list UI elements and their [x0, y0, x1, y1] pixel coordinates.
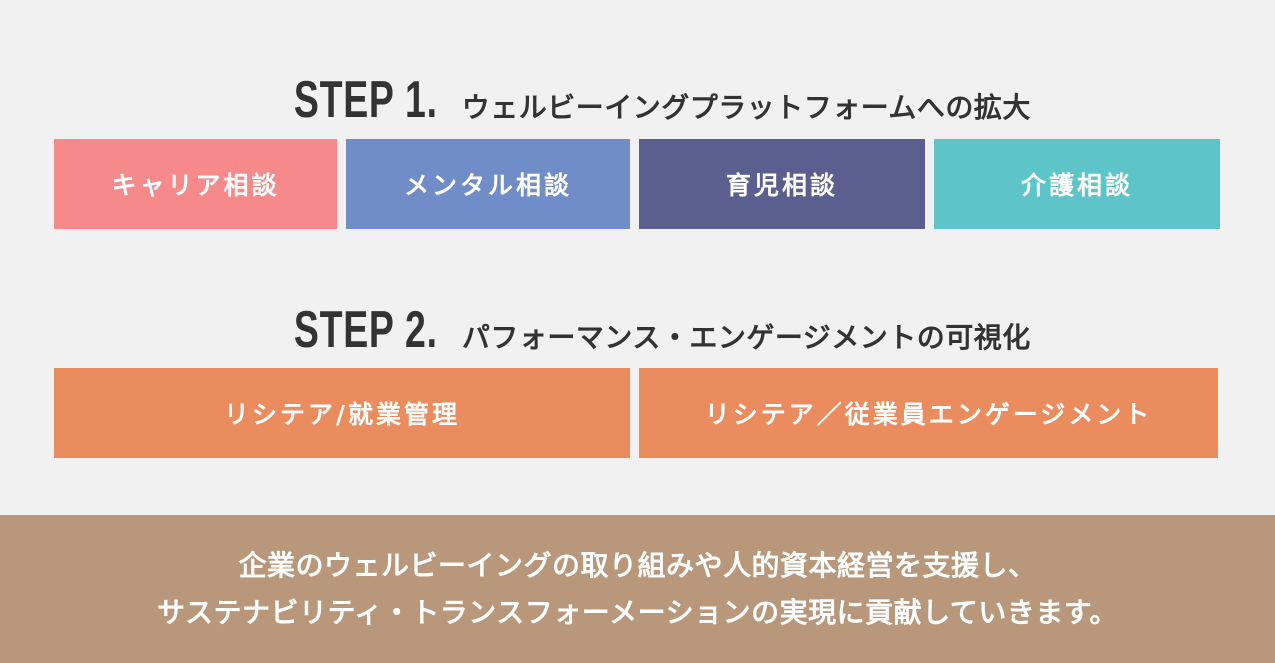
childcare-consultation-label: 育児相談 [725, 171, 838, 200]
step1-heading: STEP 1. ウェルビーイングプラットフォームへの拡大 [0, 70, 1272, 130]
step2-title: パフォーマンス・エンゲージメントの可視化 [461, 321, 1031, 354]
employee-engagement-label: リシテア／従業員エンゲージメント [704, 400, 1153, 429]
mission-statement-band: 企業のウェルビーイングの取り組みや人的資本経営を支援し、 サステナビリティ・トラ… [0, 515, 1275, 663]
step2-label: STEP 2. [294, 301, 438, 359]
step2-heading: STEP 2. パフォーマンス・エンゲージメントの可視化 [0, 300, 1272, 360]
career-consultation-box: キャリア相談 [54, 139, 337, 229]
childcare-consultation-box: 育児相談 [639, 139, 925, 229]
work-management-box: リシテア/就業管理 [54, 368, 630, 458]
mission-line-1: 企業のウェルビーイングの取り組みや人的資本経営を支援し、 [238, 549, 1037, 582]
employee-engagement-box: リシテア／従業員エンゲージメント [639, 368, 1218, 458]
nursing-care-consultation-box: 介護相談 [934, 139, 1220, 229]
step1-title: ウェルビーイングプラットフォームへの拡大 [461, 91, 1031, 124]
mental-consultation-label: メンタル相談 [403, 171, 572, 200]
nursing-care-consultation-label: 介護相談 [1020, 171, 1133, 200]
mental-consultation-box: メンタル相談 [346, 139, 630, 229]
work-management-label: リシテア/就業管理 [223, 400, 461, 429]
career-consultation-label: キャリア相談 [111, 171, 280, 200]
step1-label: STEP 1. [293, 71, 438, 129]
mission-line-2: サステナビリティ・トランスフォーメーションの実現に貢献していきます。 [157, 596, 1118, 629]
